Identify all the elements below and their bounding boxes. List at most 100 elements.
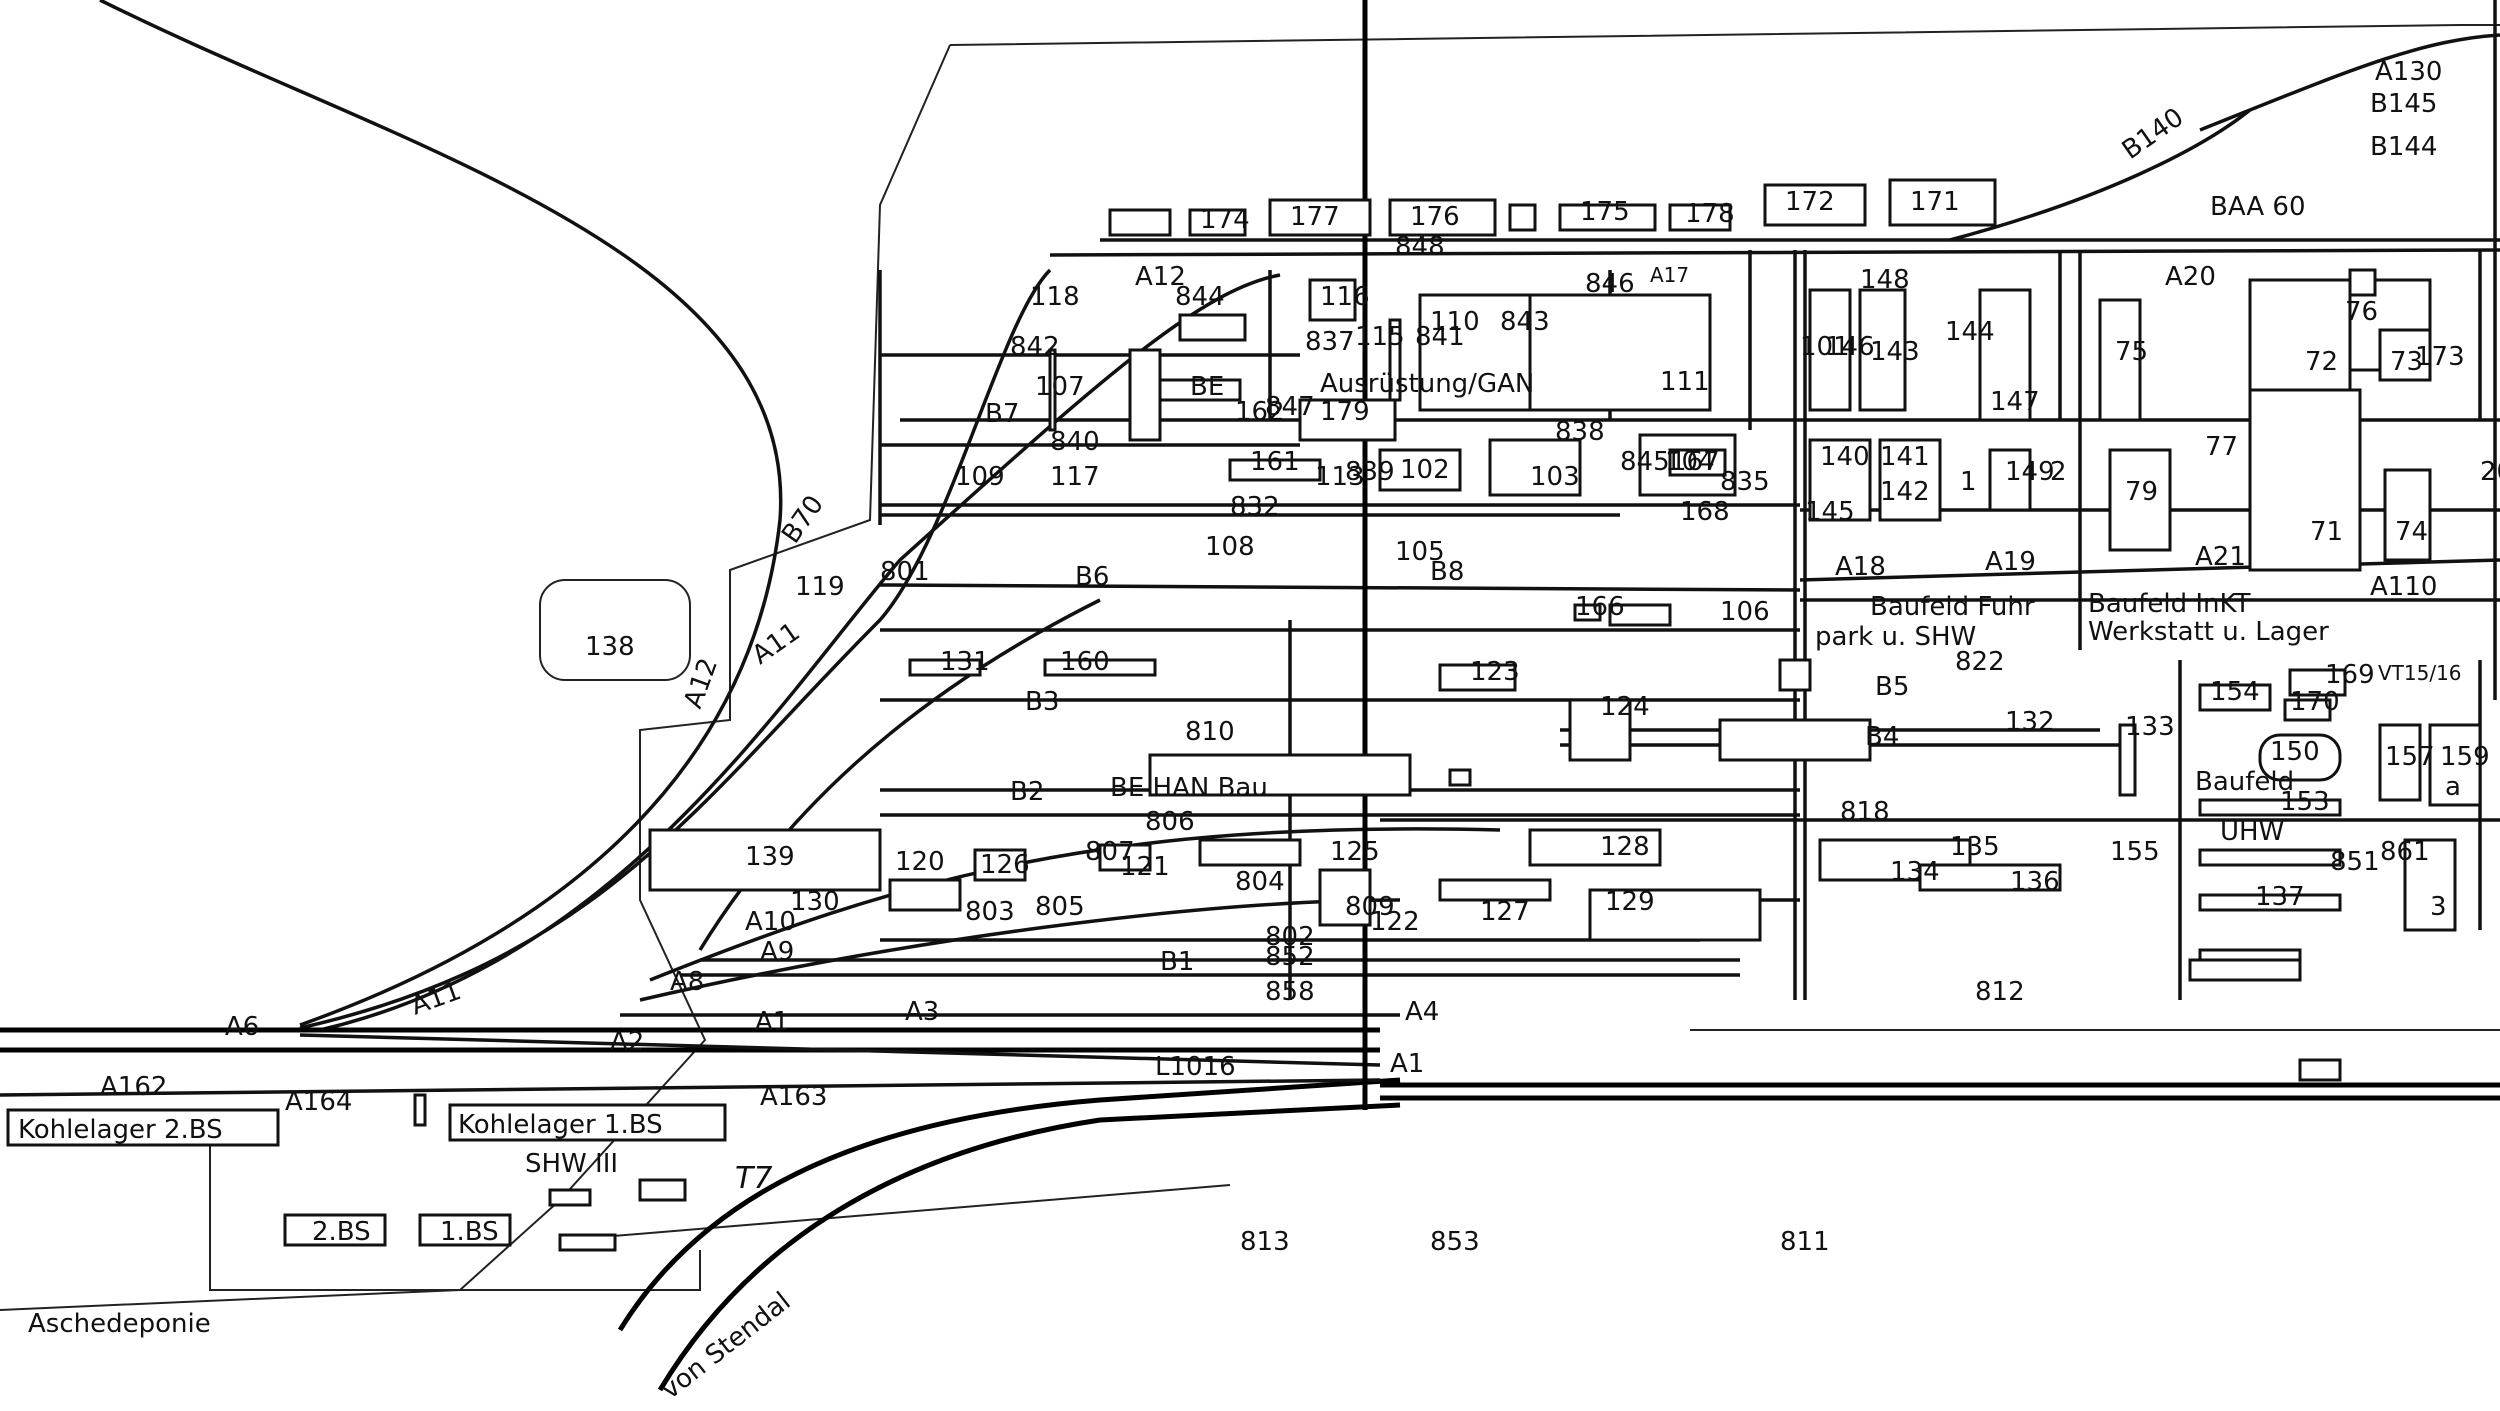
building-number-142: 142 — [1880, 477, 1930, 507]
label-inkt-2: Werkstatt u. Lager — [2088, 617, 2329, 647]
building-number-115: 115 — [1355, 322, 1405, 352]
building-number-104: 104 — [1665, 447, 1715, 477]
track-label-840: 840 — [1050, 427, 1100, 457]
building-number-150: 150 — [2270, 737, 2320, 767]
building-number-172: 172 — [1785, 187, 1835, 217]
building-number-119: 119 — [795, 572, 845, 602]
track-label-842: 842 — [1010, 332, 1060, 362]
building-number-809: 809 — [1345, 892, 1395, 922]
building-number-171: 171 — [1910, 187, 1960, 217]
building-number-175: 175 — [1580, 197, 1630, 227]
label-vt: VT15/16 — [2378, 661, 2462, 685]
building-number-124: 124 — [1600, 692, 1650, 722]
label-bs2: 2.BS — [312, 1217, 371, 1247]
building-number-a: a — [2445, 772, 2461, 802]
track-label-b1: B1 — [1160, 947, 1194, 977]
track-label-a20: A20 — [2165, 262, 2216, 292]
label-baa: BAA 60 — [2210, 192, 2305, 222]
building-number-1: 1 — [1960, 467, 1977, 497]
building-number-131: 131 — [940, 647, 990, 677]
building-number-143: 143 — [1870, 337, 1920, 367]
track-label-806: 806 — [1145, 807, 1195, 837]
track-label-a21: A21 — [2195, 542, 2246, 572]
label-a12-upper: A12 — [1135, 262, 1186, 292]
track-label-b70: B70 — [776, 490, 830, 549]
building-number-851: 851 — [2330, 847, 2380, 877]
track-label-a163: A163 — [760, 1082, 827, 1112]
building-number-73: 73 — [2390, 347, 2423, 377]
track-label-b6: B6 — [1075, 562, 1109, 592]
building-number-134: 134 — [1890, 857, 1940, 887]
track-label-822: 822 — [1955, 647, 2005, 677]
label-fleet-2: park u. SHW — [1815, 622, 1976, 652]
building-number-160: 160 — [1060, 647, 1110, 677]
building-number-122: 122 — [1370, 907, 1420, 937]
building-number-79: 79 — [2125, 477, 2158, 507]
building-number-157: 157 — [2385, 742, 2435, 772]
building-number-111: 111 — [1660, 367, 1710, 397]
building-number-179: 179 — [1320, 397, 1370, 427]
track-label-b3: B3 — [1025, 687, 1059, 717]
track-label-832: 832 — [1230, 492, 1280, 522]
building-number-113: 113 — [1315, 462, 1365, 492]
building-number-145: 145 — [1805, 497, 1855, 527]
building-number-811: 811 — [1780, 1227, 1830, 1257]
building-number-807: 807 — [1085, 837, 1135, 867]
building-number-130: 130 — [790, 887, 840, 917]
building-number-118: 118 — [1030, 282, 1080, 312]
building-number-173: 173 — [2415, 342, 2465, 372]
building-number-121: 121 — [1120, 852, 1170, 882]
label-coal-store-1: Kohlelager 1.BS — [458, 1110, 663, 1140]
building-number-176: 176 — [1410, 202, 1460, 232]
track-label-b5: B5 — [1875, 672, 1909, 702]
building-number-167: 167 — [1670, 447, 1720, 477]
building-number-139: 139 — [745, 842, 795, 872]
track-label-a2: A2 — [610, 1027, 644, 1057]
building-number-843: 843 — [1500, 307, 1550, 337]
building-number-2: 2 — [2050, 457, 2067, 487]
building-number-178: 178 — [1685, 199, 1735, 229]
label-equipment: Ausrüstung/GAN — [1320, 369, 1534, 399]
building-number-77: 77 — [2205, 432, 2238, 462]
building-number-170: 170 — [2290, 687, 2340, 717]
building-number-72: 72 — [2305, 347, 2338, 377]
building-number-853: 853 — [1430, 1227, 1480, 1257]
track-label-a1: A1 — [755, 1007, 789, 1037]
building-number-126: 126 — [980, 850, 1030, 880]
track-label-a8: A8 — [670, 967, 704, 997]
building-number-125: 125 — [1330, 837, 1380, 867]
track-label-a130: A130 — [2375, 57, 2442, 87]
track-label-838: 838 — [1555, 417, 1605, 447]
label-shw-3: SHW III — [525, 1149, 618, 1179]
building-number-133: 133 — [2125, 712, 2175, 742]
label-ash-dump: Aschedeponie — [28, 1309, 211, 1339]
building-number-107: 107 — [1035, 372, 1085, 402]
track-label-b7: B7 — [985, 399, 1019, 429]
building-number-74: 74 — [2395, 517, 2428, 547]
track-label-835: 835 — [1720, 467, 1770, 497]
building-number-166: 166 — [1575, 592, 1625, 622]
building-number-71: 71 — [2310, 517, 2343, 547]
label-uhw-2: UHW — [2220, 817, 2284, 847]
building-number-128: 128 — [1600, 832, 1650, 862]
building-number-129: 129 — [1605, 887, 1655, 917]
track-label-a12: A12 — [678, 654, 724, 712]
track-label-b144: B144 — [2370, 132, 2437, 162]
building-number-76: 76 — [2345, 297, 2378, 327]
building-number-117: 117 — [1050, 462, 1100, 492]
building-number-813: 813 — [1240, 1227, 1290, 1257]
track-label-a11: A11 — [407, 976, 465, 1022]
building-number-75: 75 — [2115, 337, 2148, 367]
building-number-149: 149 — [2005, 457, 2055, 487]
track-label-a19: A19 — [1985, 547, 2036, 577]
building-number-135: 135 — [1950, 832, 2000, 862]
track-label-a162: A162 — [100, 1072, 167, 1102]
label-fleet-1: Baufeld Fuhr — [1870, 592, 2035, 622]
track-label-a6: A6 — [225, 1012, 259, 1042]
track-label-810: 810 — [1185, 717, 1235, 747]
track-label-804: 804 — [1235, 867, 1285, 897]
label-inkt-1: Baufeld InKT — [2088, 589, 2251, 619]
building-number-141: 141 — [1880, 442, 1930, 472]
building-number-105: 105 — [1395, 537, 1445, 567]
